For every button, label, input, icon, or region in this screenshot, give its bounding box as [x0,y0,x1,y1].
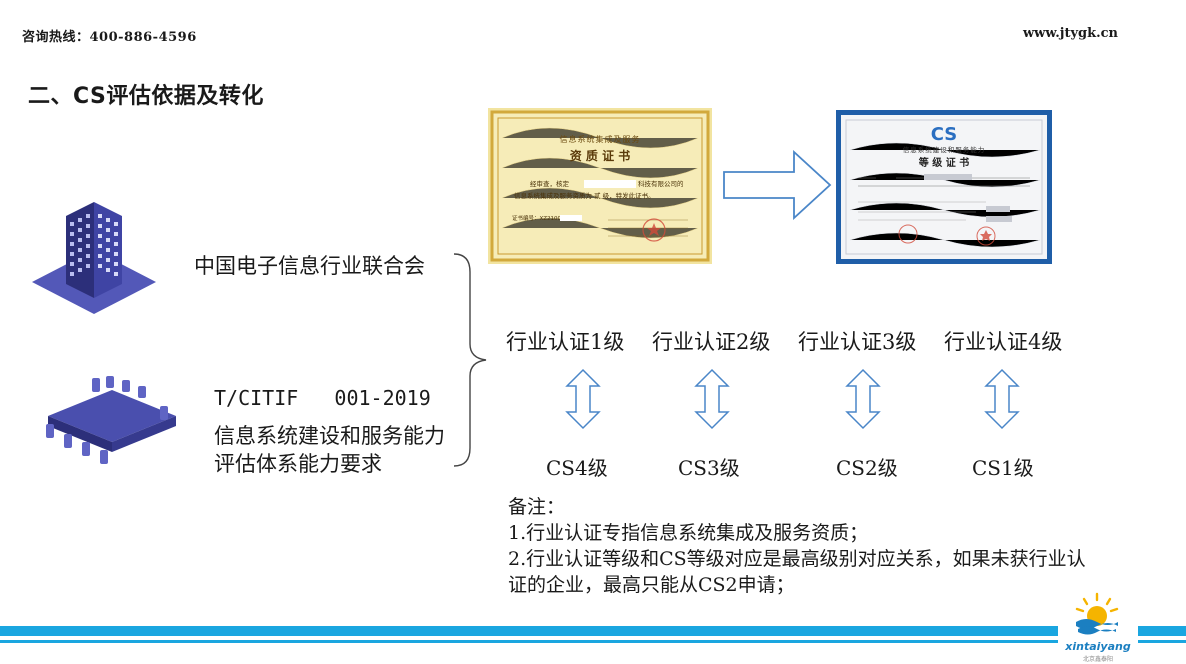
notes-block: 备注： 1.行业认证专指信息系统集成及服务资质； 2.行业认证等级和CS等级对应… [508,494,1088,598]
logo-name: xintaiyang [1065,640,1131,653]
level-1-label: 行业认证1级 [506,330,625,354]
logo-subtitle: 北京鑫泰阳 [1082,656,1113,663]
slide-title: 二、CS评估依据及转化 [28,84,264,109]
double-arrow-icon [694,368,730,430]
cert-left-body-line1-end: 科技有限公司的 [638,179,684,188]
cert-left-heading: 信息系统集成及服务 [560,134,641,144]
cert-left-body-line1: 经审查，核定 [530,179,570,188]
double-arrow-icon [565,368,601,430]
website-url[interactable]: www.jtygk.cn [1022,26,1118,41]
cs-level-label: CS3级 [678,456,740,480]
cs-level-certificate-image: CS 信息系统建设和服务能力 等 级 证 书 [836,110,1052,264]
level-4-label: 行业认证4级 [944,330,1063,354]
building-icon [32,202,156,314]
right-arrow-icon [723,150,832,220]
footer-bar [0,626,1186,636]
cert-right-logo: CS [931,124,958,145]
qualification-certificate-image: 信息系统集成及服务 资 质 证 书 经审查，核定 科技有限公司的 信息系统集成及… [488,108,712,264]
double-arrow-icon [984,368,1020,430]
cert-left-cert-no: 证书编号：XZ2100 [512,214,562,222]
hotline-text: 咨询热线：400-886-4596 [22,30,197,45]
level-3-label: 行业认证3级 [798,330,917,354]
cert-left-body-line2: 信息系统集成及服务资质为 贰 级，特发此证书。 [514,191,655,200]
standard-code: T/CITIF 001-2019 [214,386,431,410]
double-arrow-icon [845,368,881,430]
cs-level-label: CS4级 [546,456,608,480]
footer-line [0,640,1186,643]
notes-label: 备注： [508,496,566,518]
cs-level-label: CS1级 [972,456,1034,480]
notes-line-1: 1.行业认证专指信息系统集成及服务资质； [508,522,869,544]
org-label: 中国电子信息行业联合会 [194,254,425,278]
cert-right-title: 等 级 证 书 [919,156,969,169]
cert-right-heading: 信息系统建设和服务能力 [903,145,986,154]
notes-line-2: 2.行业认证等级和CS等级对应是最高级别对应关系，如果未获行业认证的企业，最高只… [508,548,1086,596]
standard-title: 信息系统建设和服务能力评估体系能力要求 [214,424,445,476]
cs-level-label: CS2级 [836,456,898,480]
sun-logo-icon [1075,592,1119,635]
cert-left-title: 资 质 证 书 [570,148,631,163]
meeting-table-icon [46,376,176,464]
level-2-label: 行业认证2级 [652,330,771,354]
bracket-icon [453,253,487,467]
